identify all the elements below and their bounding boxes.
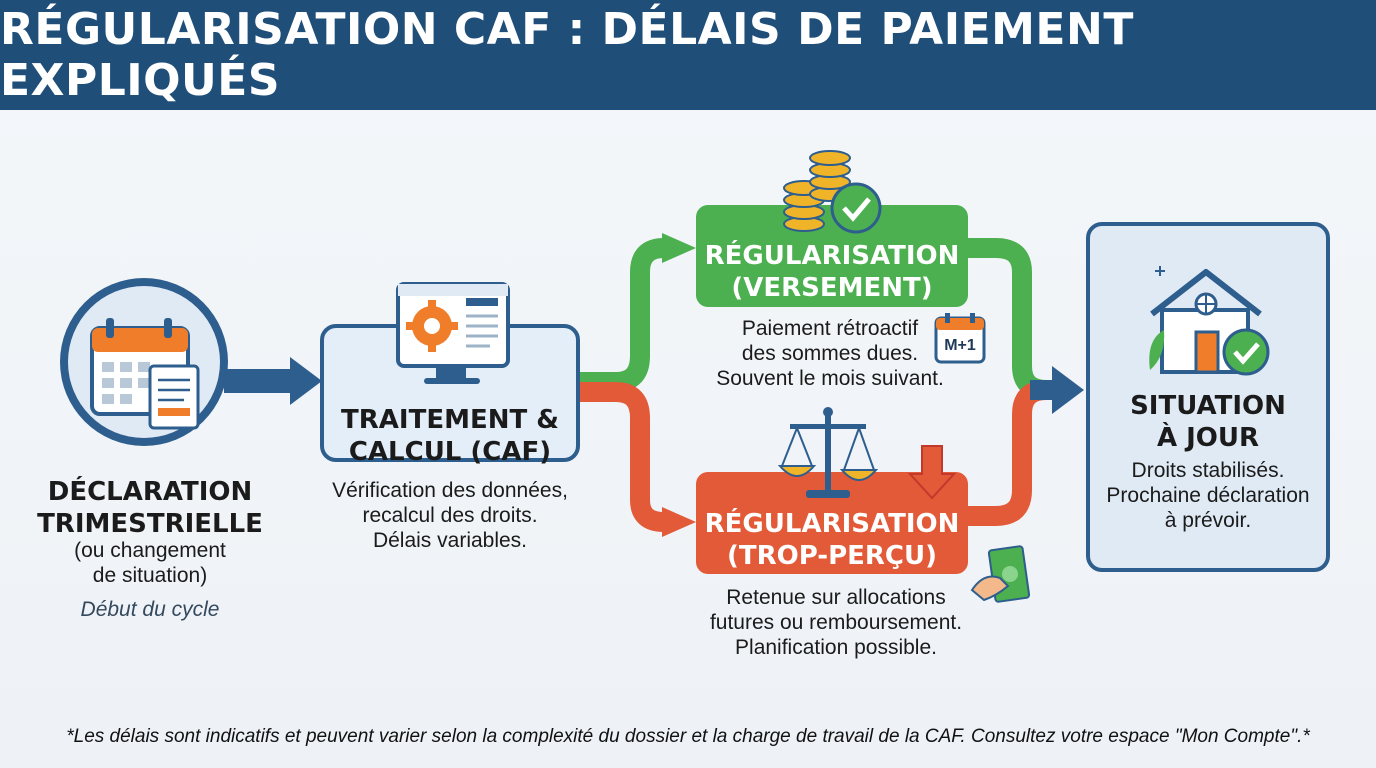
trop-percu-description: Retenue sur allocations futures ou rembo… [676, 585, 996, 660]
arrow-to-final [1030, 366, 1084, 414]
versement-desc-line1: Paiement rétroactif [741, 317, 919, 340]
situation-title-line1: SITUATION [1130, 391, 1286, 421]
versement-description: Paiement rétroactif des sommes dues. Sou… [690, 316, 970, 391]
situation-title-line2: À JOUR [1156, 423, 1260, 453]
arrow-branch-down [578, 382, 696, 537]
processing-description: Vérification des données, recalcul des d… [300, 478, 600, 553]
house-check-icon [1149, 266, 1270, 376]
versement-title: RÉGULARISATION (VERSEMENT) [696, 240, 968, 304]
versement-desc-line2: des sommes dues. [741, 342, 919, 365]
processing-title: TRAITEMENT & CALCUL (CAF) [322, 404, 578, 468]
situation-box [1086, 222, 1330, 572]
page-title: RÉGULARISATION CAF : DÉLAIS DE PAIEMENT … [0, 4, 1134, 106]
versement-desc-line3: Souvent le mois suivant. [716, 367, 944, 390]
trop-percu-desc-line3: Planification possible. [735, 636, 937, 659]
processing-desc-line1: Vérification des données, [332, 479, 568, 502]
trop-percu-box [696, 472, 968, 574]
title-banner: RÉGULARISATION CAF : DÉLAIS DE PAIEMENT … [0, 0, 1376, 110]
trop-percu-title-line2: (TROP-PERÇU) [726, 541, 938, 571]
scales-down-arrow-icon [777, 407, 957, 500]
arrow-merge-down [966, 380, 1047, 526]
trop-percu-title-line1: RÉGULARISATION [704, 509, 960, 539]
versement-title-line2: (VERSEMENT) [731, 273, 933, 303]
arrow-declaration-to-processing [224, 357, 322, 405]
processing-desc-line2: recalcul des droits. [362, 504, 538, 527]
declaration-title-line2: TRIMESTRIELLE [37, 509, 263, 539]
declaration-title: DÉCLARATION TRIMESTRIELLE [30, 476, 270, 540]
situation-desc-line3: à prévoir. [1164, 509, 1252, 532]
trop-percu-title: RÉGULARISATION (TROP-PERÇU) [696, 508, 968, 572]
declaration-sub-line2: de situation) [92, 564, 208, 587]
calendar-m1-icon [934, 313, 986, 364]
calendar-m1-label: M+1 [944, 337, 976, 354]
arrow-branch-up [578, 233, 696, 392]
situation-desc-line2: Prochaine déclaration [1106, 484, 1310, 507]
processing-desc-line3: Délais variables. [372, 529, 528, 552]
declaration-sub-line1: (ou changement [74, 539, 226, 562]
declaration-subtitle: (ou changement de situation) [30, 538, 270, 588]
situation-description: Droits stabilisés. Prochaine déclaration… [1088, 458, 1328, 533]
coins-check-icon [783, 150, 882, 234]
situation-desc-line1: Droits stabilisés. [1131, 459, 1285, 482]
declaration-title-line1: DÉCLARATION [47, 477, 253, 507]
versement-box [696, 205, 968, 307]
cycle-start-note: Début du cycle [80, 598, 220, 621]
versement-title-line1: RÉGULARISATION [704, 241, 960, 271]
trop-percu-desc-line1: Retenue sur allocations [726, 586, 946, 609]
processing-title-line1: TRAITEMENT & [341, 405, 559, 435]
footnote: *Les délais sont indicatifs et peuvent v… [66, 726, 1310, 747]
computer-gear-icon [396, 282, 510, 384]
processing-title-line2: CALCUL (CAF) [348, 437, 552, 467]
hand-money-icon [970, 545, 1031, 603]
situation-title: SITUATION À JOUR [1088, 390, 1328, 454]
trop-percu-desc-line2: futures ou remboursement. [709, 611, 963, 634]
calendar-document-icon [60, 278, 228, 446]
